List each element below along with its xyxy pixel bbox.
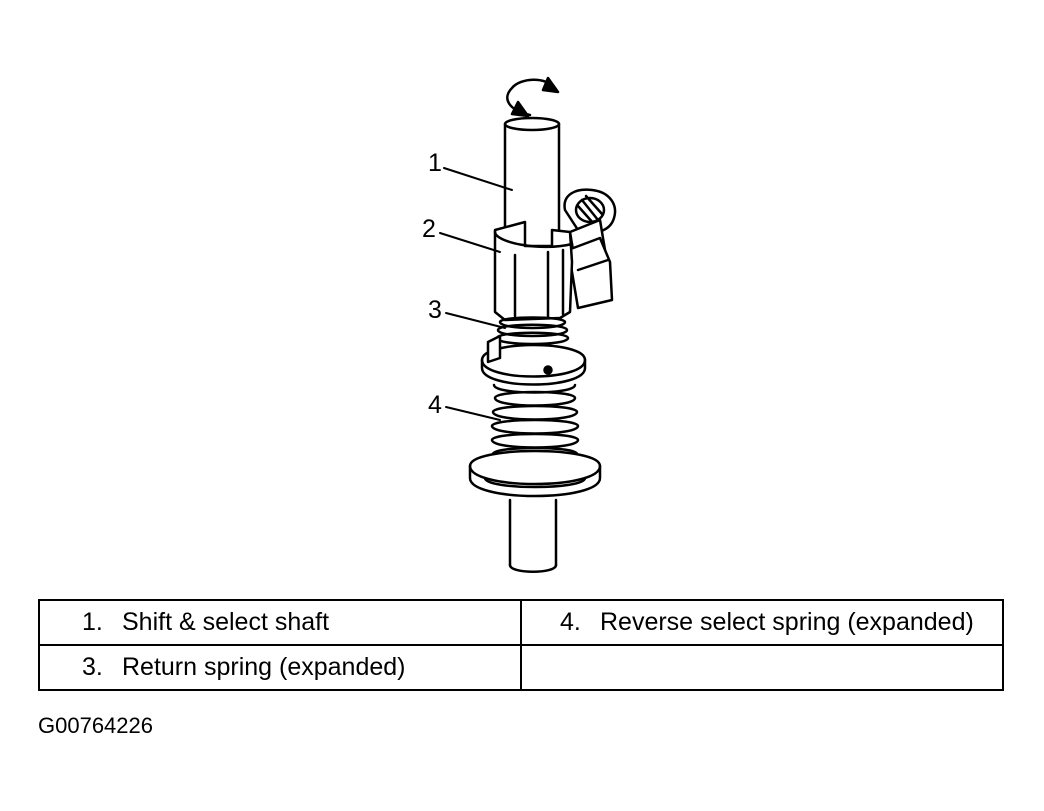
- callout-2: 2: [422, 215, 436, 243]
- callout-1: 1: [428, 149, 442, 177]
- legend-cell: 4. Reverse select spring (expanded): [520, 599, 1004, 646]
- side-bolt: [563, 188, 617, 310]
- legend-number: 1.: [82, 608, 103, 636]
- legend-number: 4.: [560, 608, 581, 636]
- legend-label: Reverse select spring (expanded): [600, 608, 974, 636]
- rotation-arrow: [506, 76, 560, 118]
- legend-row: 1. Shift & select shaft 4. Reverse select …: [38, 599, 1004, 646]
- legend-cell: 3. Return spring (expanded): [38, 644, 522, 691]
- return-spring: [495, 316, 570, 346]
- lower-spring-seat: [468, 449, 602, 498]
- figure-id: G00764226: [38, 713, 153, 738]
- legend-row: 3. Return spring (expanded): [38, 644, 1004, 691]
- shift-shaft-assembly-diagram: [439, 76, 617, 573]
- legend-table: 1. Shift & select shaft 4. Reverse select …: [38, 599, 1004, 691]
- upper-spring-seat: [480, 334, 587, 394]
- shaft-collar: [493, 220, 574, 322]
- legend-cell: 1. Shift & select shaft: [38, 599, 522, 646]
- callout-3: 3: [428, 296, 442, 324]
- legend-cell-empty: [520, 644, 1004, 691]
- legend-label: Shift & select shaft: [122, 608, 330, 636]
- legend-label: Return spring (expanded): [122, 653, 406, 681]
- lower-shaft: [508, 498, 558, 573]
- legend-number: 3.: [82, 653, 103, 681]
- leader-lines: [439, 167, 513, 421]
- callout-4: 4: [428, 391, 442, 419]
- shift-select-shaft: [503, 116, 561, 234]
